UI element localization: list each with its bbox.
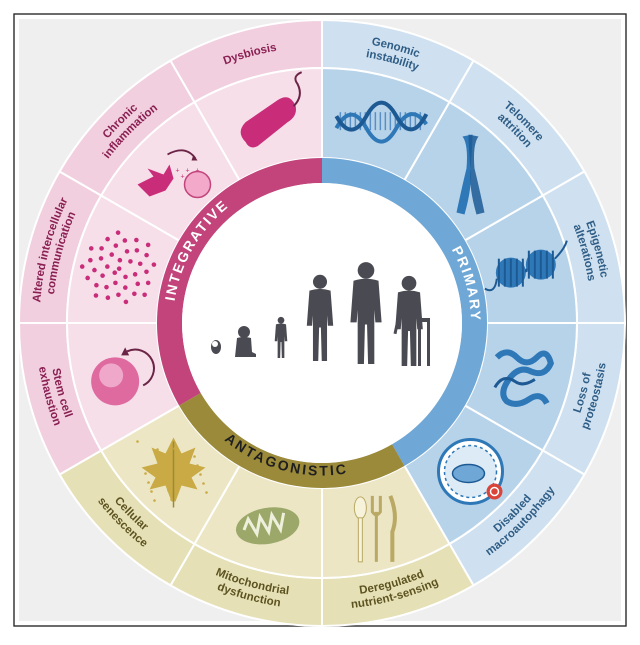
- category-ring-segment: [322, 158, 487, 466]
- signaling-network-icon: [79, 230, 157, 305]
- hallmark-dysbiosis: Dysbiosis: [169, 18, 323, 182]
- category-ring-segment: [156, 158, 322, 406]
- autophagosome-icon: [436, 437, 504, 505]
- svg-text:+: +: [186, 168, 190, 175]
- svg-text:+: +: [176, 168, 180, 175]
- chromosome-icon: [456, 134, 485, 215]
- category-ring-segment: [179, 393, 405, 488]
- withered-leaf-icon: [136, 437, 208, 508]
- aging-human-silhouettes-icon: [211, 262, 430, 366]
- inflamed-cell-icon: ++++++: [137, 149, 212, 199]
- stem-cell-icon: [91, 347, 155, 406]
- dna-helix-icon: [334, 100, 429, 144]
- cutlery-icon: [353, 495, 397, 563]
- protein-fold-icon: [493, 349, 555, 407]
- bacterium-icon: [240, 71, 303, 148]
- svg-text:+: +: [181, 174, 185, 181]
- nucleosome-icon: [484, 240, 568, 292]
- mitochondrion-icon: [235, 507, 300, 545]
